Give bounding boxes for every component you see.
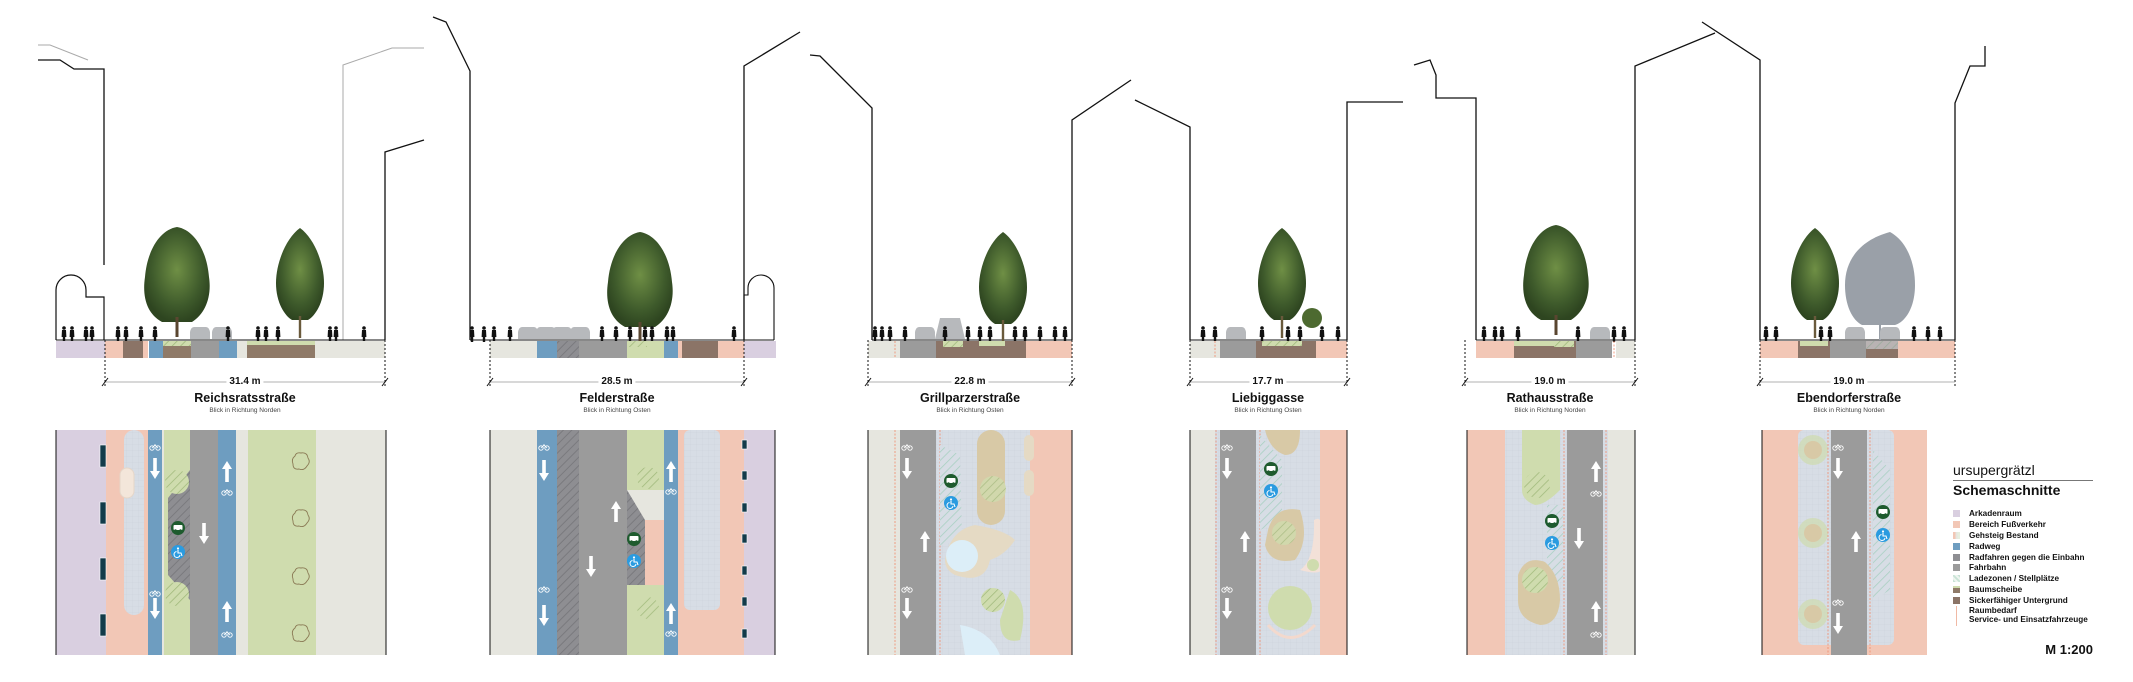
legend-label: Service- und Einsatzfahrzeuge [1969,615,2088,625]
section-felderstrasse [432,16,801,655]
legend-item-sickerfaehiger-untergrund: Sickerfähiger Untergrund [1953,595,2123,606]
section-liebiggasse [1134,99,1403,655]
legend: ursupergrätzl Schemaschnitte Arkadenraum… [1953,462,2123,657]
legend-label: Raumbedarf [1969,606,2017,616]
swatch-icon [1953,553,1960,561]
legend-item-fahrbahn: Fahrbahn [1953,562,2123,573]
section-ebendorferstrasse [1701,21,1986,655]
width-dimension: 31.4 m [226,376,264,387]
swatch-icon [1953,509,1960,517]
legend-item-radfahren-gegen-einbahn: Radfahren gegen die Einbahn [1953,552,2123,563]
street-name: Grillparzerstraße [919,391,1021,405]
street-name: Ebendorferstraße [1796,391,1902,405]
width-dimension: 17.7 m [1249,376,1287,387]
legend-title: Schemaschnitte [1953,482,2061,498]
street-name: Reichsratsstraße [194,391,296,405]
legend-label: Bereich Fußverkehr [1969,519,2046,529]
width-dimension: 22.8 m [951,376,989,387]
view-direction: Blick in Richtung Osten [583,407,651,414]
legend-item-radweg: Radweg [1953,541,2123,552]
swatch-icon [1953,564,1960,572]
legend-label: Arkadenraum [1969,508,2022,518]
street-name: Liebiggasse [1231,391,1305,405]
view-direction: Blick in Richtung Osten [1234,407,1302,414]
dashed-line-icon [1956,606,1957,627]
width-dimension: 19.0 m [1531,376,1569,387]
legend-label: Gehsteig Bestand [1969,530,2039,540]
legend-label: Radfahren gegen die Einbahn [1969,552,2085,562]
section-reichsratsstrasse [38,44,425,655]
legend-label: Baumscheibe [1969,585,2023,595]
width-dimension: 28.5 m [598,376,636,387]
swatch-icon [1953,531,1960,539]
legend-label: Ladezonen / Stellplätze [1969,574,2060,584]
section-grillparzerstrasse [809,54,1132,655]
project-name: ursupergrätzl [1953,462,2093,481]
swatch-icon [1953,520,1960,528]
swatch-icon [1953,586,1960,594]
view-direction: Blick in Richtung Osten [936,407,1004,414]
swatch-icon [1953,597,1960,605]
swatch-icon [1953,575,1960,583]
view-direction: Blick in Richtung Norden [1514,407,1586,414]
legend-label: Radweg [1969,541,2001,551]
legend-item-arkadenraum: Arkadenraum [1953,508,2123,519]
legend-label: Fahrbahn [1969,563,2007,573]
view-direction: Blick in Richtung Norden [1813,407,1885,414]
width-dimension: 19.0 m [1830,376,1868,387]
legend-item-ladezonen: Ladezonen / Stellplätze [1953,573,2123,584]
scale-label: M 1:200 [2045,642,2093,658]
view-direction: Blick in Richtung Norden [209,407,281,414]
street-name: Felderstraße [579,391,655,405]
legend-list: Arkadenraum Bereich Fußverkehr Gehsteig … [1953,508,2123,627]
street-name: Rathausstraße [1506,391,1594,405]
legend-item-gehsteig: Gehsteig Bestand [1953,530,2123,541]
legend-item-baumscheibe: Baumscheibe [1953,584,2123,595]
section-rathausstrasse [1413,32,1716,655]
swatch-icon [1953,542,1960,550]
legend-label: Sickerfähiger Untergrund [1969,596,2068,606]
legend-item-fussverkehr: Bereich Fußverkehr [1953,519,2123,530]
